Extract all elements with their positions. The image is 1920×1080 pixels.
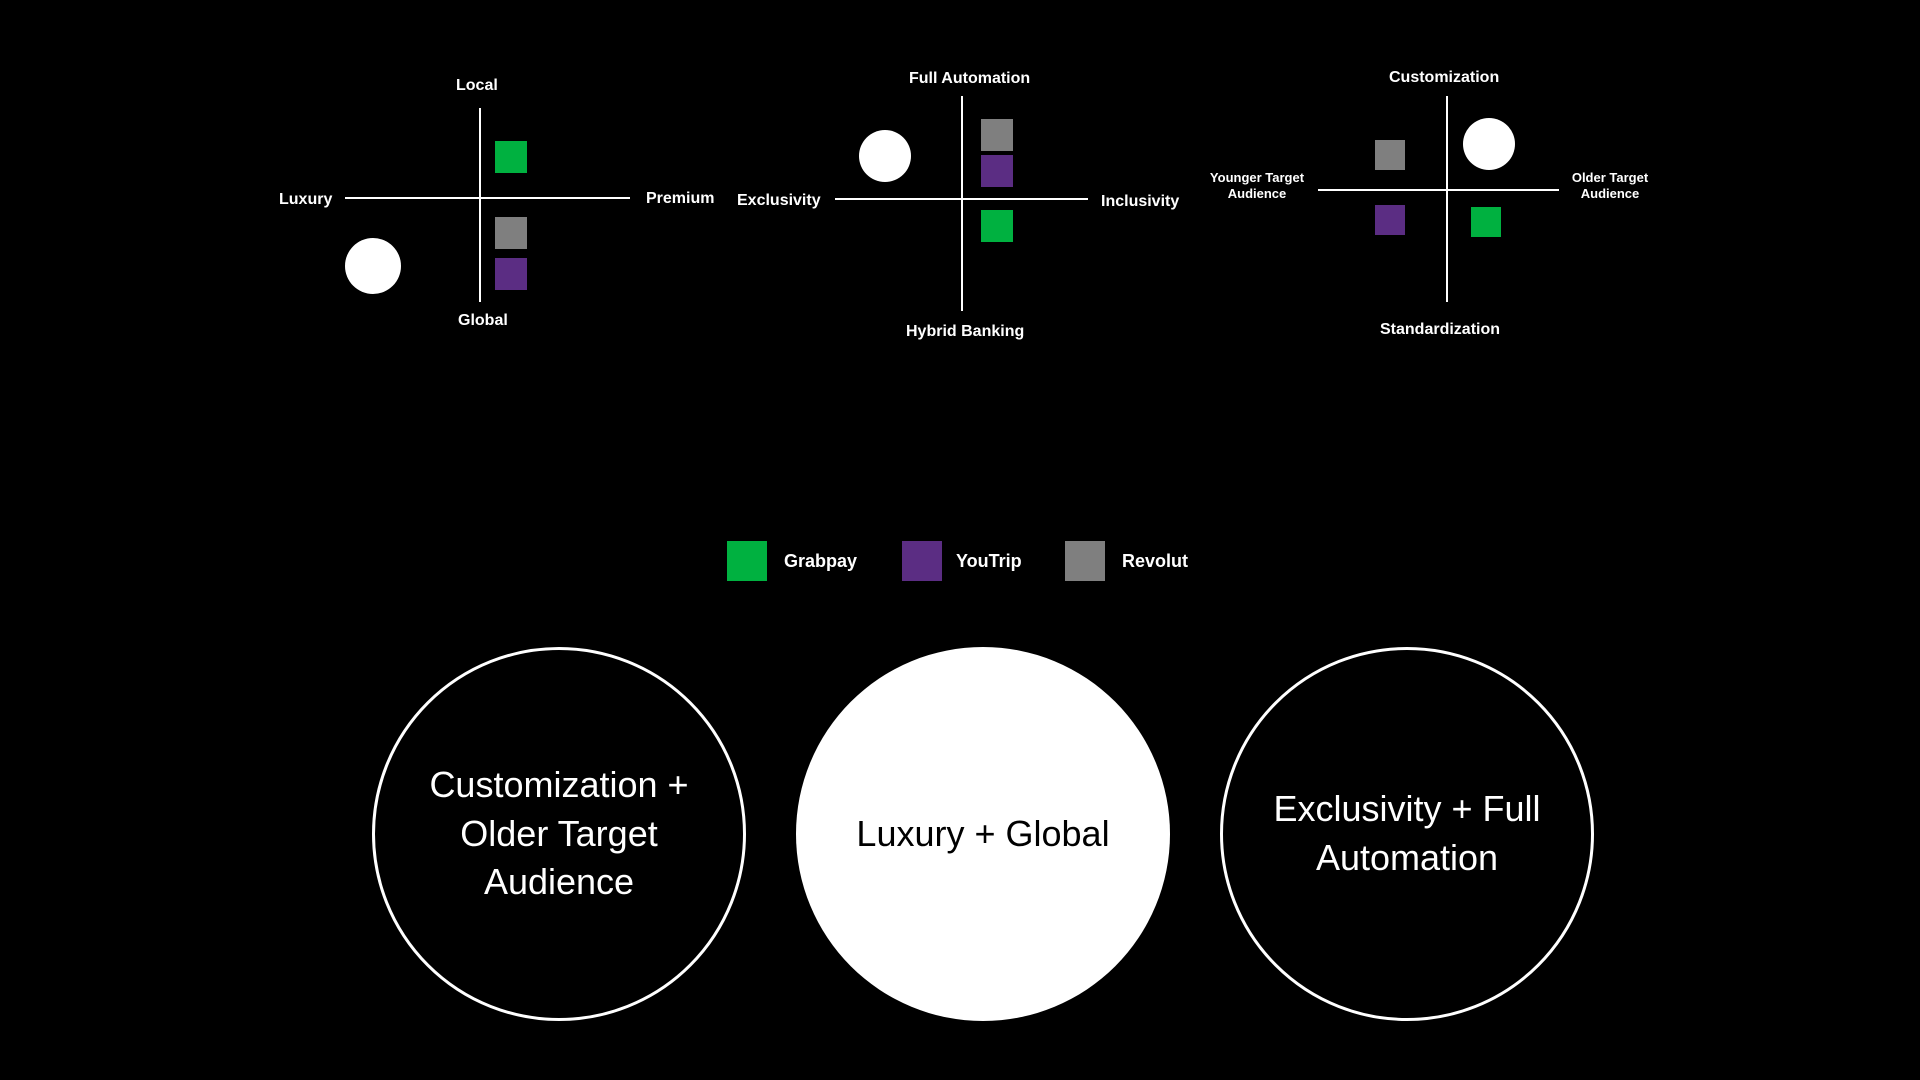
map2-right-label: Inclusivity — [1101, 193, 1180, 210]
map1-grabpay-marker — [495, 141, 527, 173]
map2-top-label: Full Automation — [909, 70, 1031, 87]
concept-circle-1-label: Customization + Older Target Audience — [429, 764, 689, 903]
legend-label-youtrip: YouTrip — [956, 551, 1022, 571]
map1-horizontal-axis — [345, 197, 630, 199]
map2-vertical-axis — [961, 96, 963, 311]
map1-target-position-dot — [345, 238, 401, 294]
map1-revolut-marker — [495, 217, 527, 249]
map3-revolut-marker — [1375, 140, 1405, 170]
map2-revolut-marker — [981, 119, 1013, 151]
legend-label-grabpay: Grabpay — [784, 551, 858, 571]
map3-bottom-label: Standardization — [1380, 321, 1501, 338]
concept-circle-2-label: Luxury + Global — [856, 812, 1110, 854]
map2-grabpay-marker — [981, 210, 1013, 242]
legend-gray-square-icon — [1065, 541, 1105, 581]
map2-target-position-dot — [859, 130, 911, 182]
concept-circle-3-label: Exclusivity + Full Automation — [1273, 788, 1541, 878]
concept-circle-2: Luxury + Global — [796, 647, 1170, 1021]
legend-green-square-icon — [727, 541, 767, 581]
map3-left-label: Younger Target Audience — [1209, 170, 1305, 201]
map1-bottom-label: Global — [458, 312, 508, 329]
map1-right-label: Premium — [646, 190, 715, 207]
map1-top-label: Local — [456, 77, 498, 94]
map2-youtrip-marker — [981, 155, 1013, 187]
map3-right-label: Older Target Audience — [1571, 170, 1649, 201]
map3-youtrip-marker — [1375, 205, 1405, 235]
map3-target-position-dot — [1463, 118, 1515, 170]
map3-grabpay-marker — [1471, 207, 1501, 237]
map3-horizontal-axis — [1318, 189, 1559, 191]
map3-vertical-axis — [1446, 96, 1448, 302]
legend-purple-square-icon — [902, 541, 942, 581]
map3-top-label: Customization — [1389, 69, 1500, 86]
map2-bottom-label: Hybrid Banking — [906, 323, 1025, 340]
legend-label-revolut: Revolut — [1122, 551, 1189, 571]
map1-youtrip-marker — [495, 258, 527, 290]
map2-left-label: Exclusivity — [737, 192, 821, 209]
map1-vertical-axis — [479, 108, 481, 302]
concept-circle-1: Customization + Older Target Audience — [372, 647, 746, 1021]
map1-left-label: Luxury — [279, 191, 333, 208]
concept-circle-3: Exclusivity + Full Automation — [1220, 647, 1594, 1021]
